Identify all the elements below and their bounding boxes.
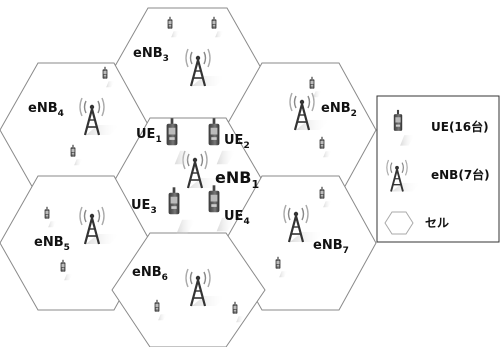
ue-labels: UE1 UE2 UE3 UE4	[131, 127, 250, 227]
enb7-label: eNB7	[313, 238, 349, 256]
hex-cell-enb5	[0, 175, 152, 311]
legend: UE(16台) eNB(7台) セル	[376, 95, 500, 243]
hex-grid	[0, 7, 377, 347]
legend-cell-label: セル	[425, 216, 449, 230]
enb3-label: eNB3	[133, 46, 169, 64]
enb-labels: eNB3 eNB4 eNB2 eNB1 eNB5 eNB7 eNB6	[28, 46, 357, 283]
legend-ue-label: UE(16台)	[431, 119, 489, 134]
ue1-label: UE1	[136, 127, 162, 145]
enb1-label: eNB1	[215, 168, 259, 191]
ue2-label: UE2	[224, 133, 250, 151]
enb6-label: eNB6	[132, 265, 168, 283]
legend-enb-label: eNB(7台)	[431, 167, 490, 182]
enb4-label: eNB4	[28, 101, 64, 119]
ue3-label: UE3	[131, 198, 157, 216]
enb5-label: eNB5	[34, 235, 70, 253]
ue4-label: UE4	[224, 209, 250, 227]
hex-cell-enb6	[111, 232, 266, 347]
enb2-label: eNB2	[321, 101, 357, 119]
legend-cell-hex-icon	[384, 211, 414, 235]
